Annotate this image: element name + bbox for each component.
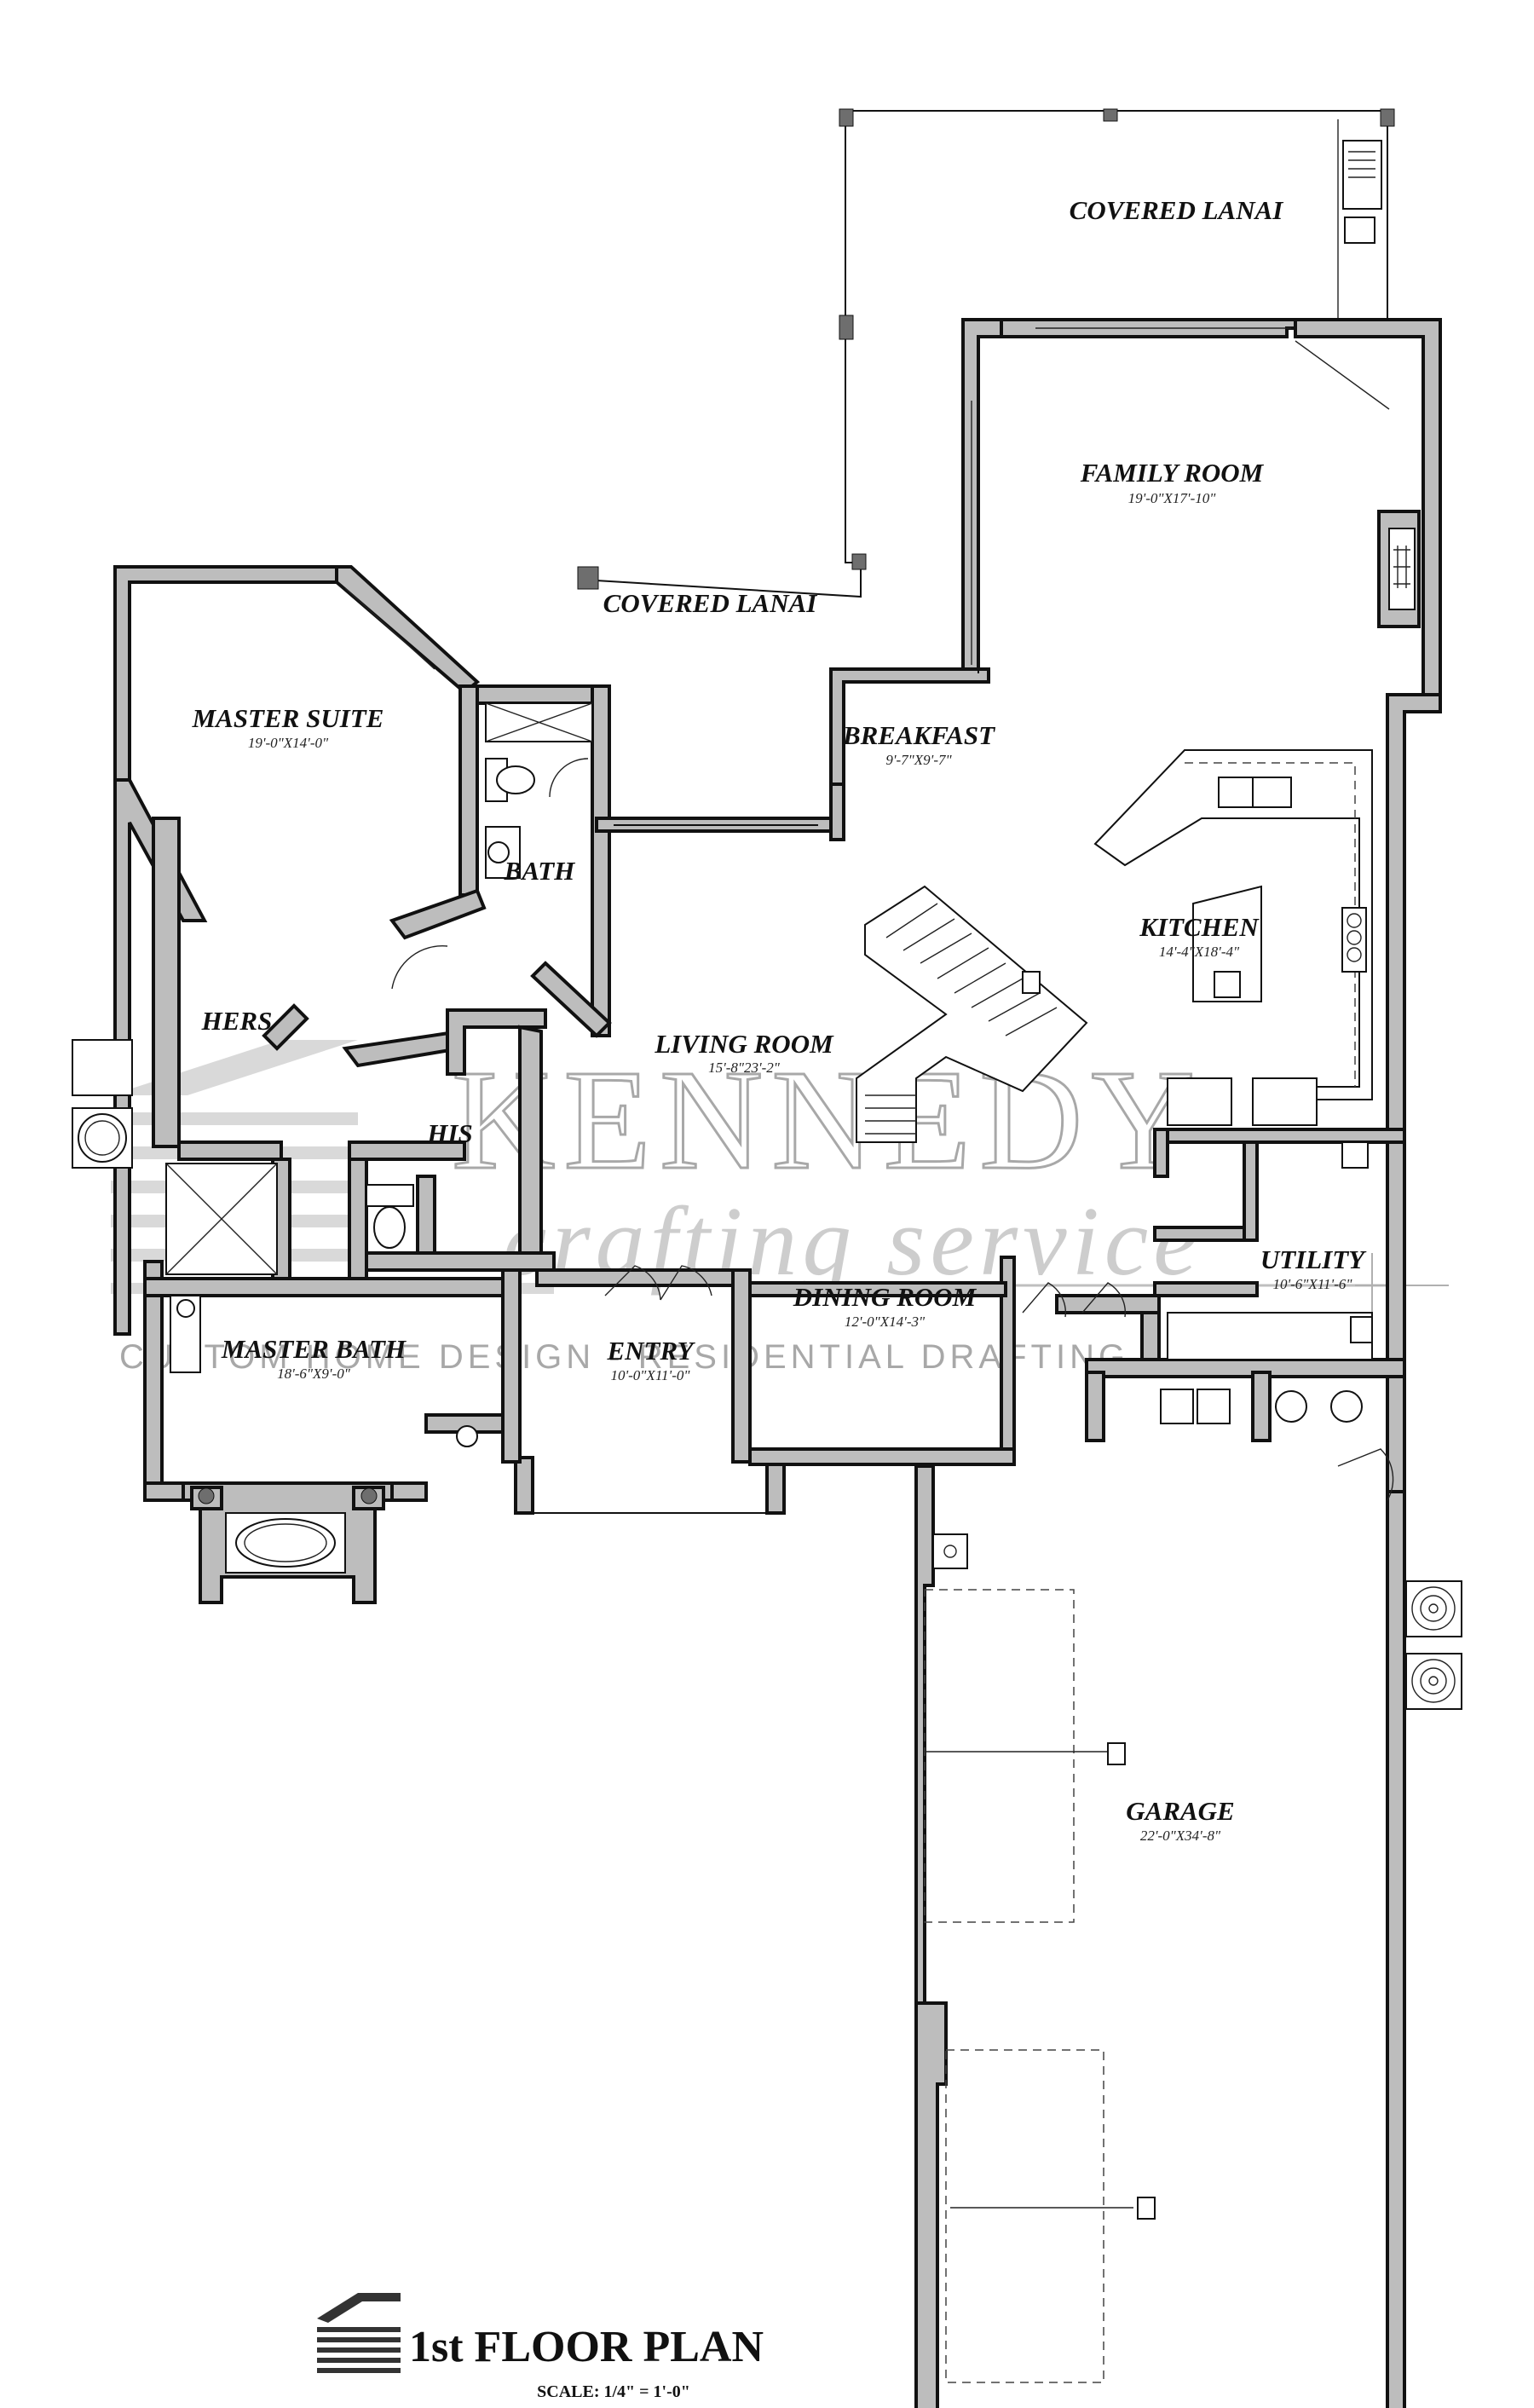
svg-text:14'-4"X18'-4": 14'-4"X18'-4" [1159, 944, 1240, 960]
svg-text:10'-0"X11'-0": 10'-0"X11'-0" [611, 1367, 691, 1383]
room-garage: GARAGE 22'-0"X34'-8" [1126, 1796, 1234, 1844]
svg-text:ENTRY: ENTRY [606, 1336, 695, 1366]
room-living-room: LIVING ROOM 15'-8"23'-2" [654, 1029, 834, 1076]
svg-text:22'-0"X34'-8": 22'-0"X34'-8" [1140, 1828, 1221, 1844]
room-labels: COVERED LANAI FAMILY ROOM 19'-0"X17'-10"… [192, 195, 1368, 1844]
svg-text:HERS: HERS [201, 1006, 273, 1036]
room-family-room: FAMILY ROOM 19'-0"X17'-10" [1080, 458, 1265, 506]
svg-text:BATH: BATH [504, 856, 576, 886]
svg-text:BREAKFAST: BREAKFAST [842, 720, 995, 750]
svg-text:KITCHEN: KITCHEN [1139, 912, 1260, 942]
svg-text:15'-8"23'-2": 15'-8"23'-2" [708, 1060, 781, 1076]
lanai-north [577, 108, 1395, 598]
svg-text:19'-0"X14'-0": 19'-0"X14'-0" [248, 735, 329, 751]
svg-text:DINING ROOM: DINING ROOM [793, 1282, 977, 1312]
svg-text:12'-0"X14'-3": 12'-0"X14'-3" [845, 1314, 926, 1330]
svg-text:MASTER BATH: MASTER BATH [221, 1334, 407, 1364]
svg-text:HIS: HIS [426, 1118, 472, 1148]
svg-text:9'-7"X9'-7": 9'-7"X9'-7" [885, 752, 952, 768]
watermark-brand: KENNEDY [452, 1041, 1203, 1199]
svg-text:18'-6"X9'-0": 18'-6"X9'-0" [277, 1366, 351, 1382]
room-hers: HERS [201, 1006, 273, 1036]
interior-walls [143, 684, 1406, 1464]
room-covered-lanai-west: COVERED LANAI [603, 588, 818, 618]
room-covered-lanai-north: COVERED LANAI [1070, 195, 1284, 225]
watermark-tagline: CUSTOM HOME DESIGN - RESIDENTIAL DRAFTIN… [119, 1338, 1129, 1376]
room-entry: ENTRY 10'-0"X11'-0" [606, 1336, 695, 1383]
svg-text:FAMILY ROOM: FAMILY ROOM [1080, 458, 1265, 488]
room-his: HIS [426, 1118, 472, 1148]
svg-text:MASTER SUITE: MASTER SUITE [192, 703, 384, 733]
svg-text:19'-0"X17'-10": 19'-0"X17'-10" [1128, 490, 1217, 506]
staircase [856, 885, 1088, 1143]
house-logo-icon [317, 2293, 401, 2373]
room-master-bath: MASTER BATH 18'-6"X9'-0" [221, 1334, 407, 1382]
room-kitchen: KITCHEN 14'-4"X18'-4" [1139, 912, 1260, 960]
svg-text:GARAGE: GARAGE [1126, 1796, 1234, 1826]
room-breakfast: BREAKFAST 9'-7"X9'-7" [842, 720, 995, 768]
plan-title: 1st FLOOR PLAN [409, 2323, 764, 2371]
svg-text:COVERED LANAI: COVERED LANAI [603, 588, 818, 618]
svg-text:10'-6"X11'-6": 10'-6"X11'-6" [1273, 1276, 1353, 1292]
title-block: 1st FLOOR PLAN SCALE: 1/4" = 1'-0" [317, 2293, 764, 2401]
room-utility: UTILITY 10'-6"X11'-6" [1260, 1244, 1367, 1292]
fixtures [72, 327, 1462, 2383]
svg-text:COVERED LANAI: COVERED LANAI [1070, 195, 1284, 225]
svg-text:UTILITY: UTILITY [1260, 1244, 1367, 1274]
room-dining-room: DINING ROOM 12'-0"X14'-3" [793, 1282, 977, 1330]
plan-scale: SCALE: 1/4" = 1'-0" [537, 2382, 690, 2401]
room-bath: BATH [504, 856, 576, 886]
svg-text:LIVING ROOM: LIVING ROOM [654, 1029, 834, 1059]
room-master-suite: MASTER SUITE 19'-0"X14'-0" [192, 703, 384, 751]
